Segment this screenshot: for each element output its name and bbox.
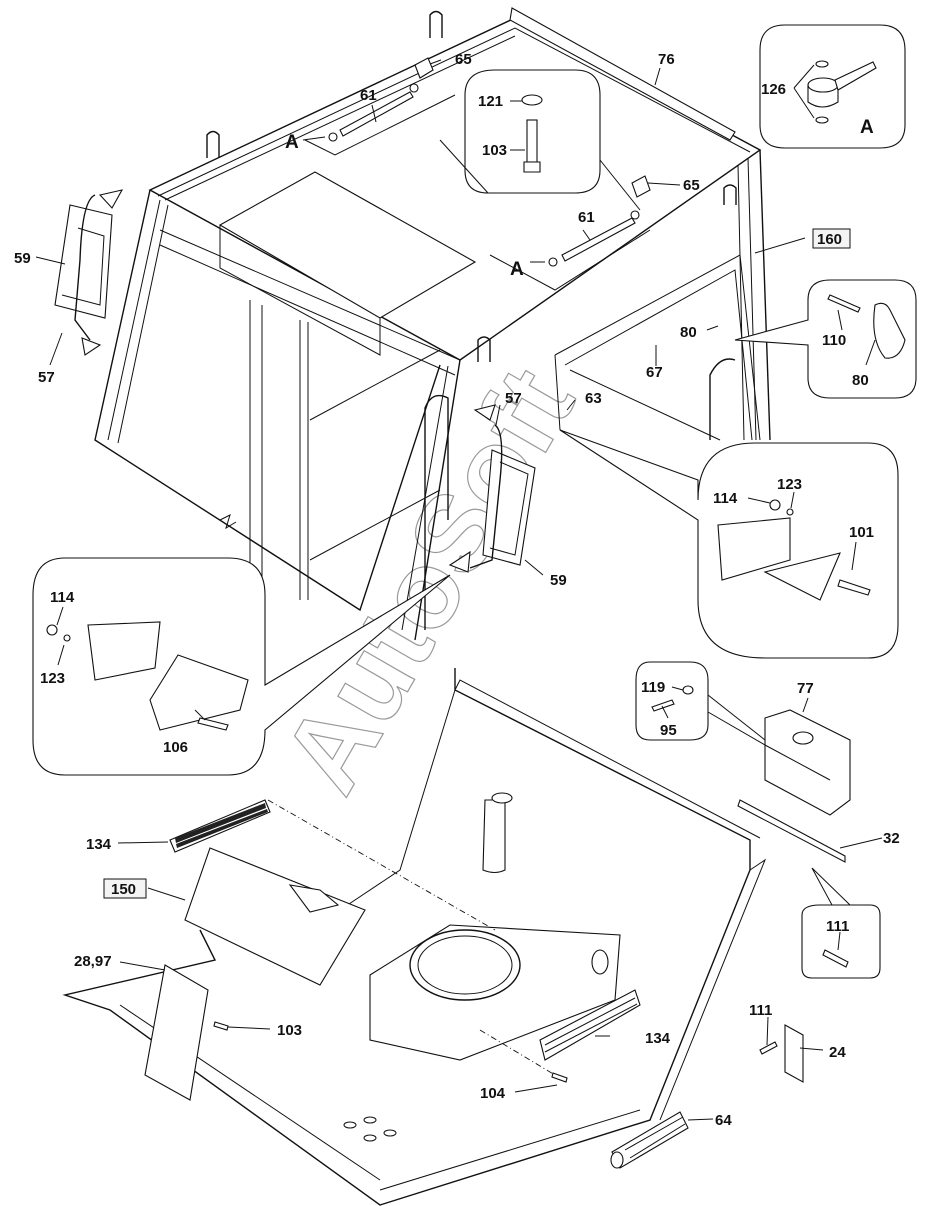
callout-80: 80: [852, 372, 869, 389]
callout-119: 119: [641, 679, 665, 696]
part-64-hose: [610, 1111, 689, 1169]
callout-111: 111: [826, 918, 849, 935]
part-76-rail: [509, 7, 736, 141]
callout-61: 61: [578, 209, 595, 226]
detail-bubble-121-103: [439, 69, 641, 211]
callout-103: 103: [482, 142, 507, 159]
detail-a-letter: A: [860, 117, 874, 138]
callout-76: 76: [658, 51, 675, 68]
callout-67: 67: [646, 364, 663, 381]
callout-106: 106: [163, 739, 188, 756]
detail-bubble-114-123-101: [559, 429, 899, 659]
detail-bubble-110-80: [734, 279, 917, 399]
callout-detail-a: A: [285, 132, 299, 153]
mirror-right: [448, 404, 536, 573]
callout-95: 95: [660, 722, 677, 739]
callout-63: 63: [585, 390, 602, 407]
callout-detail-a: A: [510, 259, 524, 280]
callout-28-97: 28,97: [74, 953, 112, 970]
callout-104: 104: [480, 1085, 506, 1102]
callout-150: 150: [111, 881, 136, 898]
detail-bubble-119-95: [635, 661, 766, 746]
callout-123: 123: [40, 670, 65, 687]
detail-bubble-114-123-106: [32, 557, 451, 776]
cab-floor: [62, 668, 767, 1206]
part-103-screw: [213, 1021, 229, 1031]
mirror-left: [54, 189, 124, 356]
part-111-screw: [759, 1041, 778, 1055]
part-24-plate: [784, 1024, 804, 1083]
callout-59: 59: [550, 572, 567, 589]
callout-77: 77: [797, 680, 814, 697]
part-32-trim: [737, 799, 846, 863]
part-104-screw: [551, 1072, 568, 1083]
callout-64: 64: [715, 1112, 732, 1129]
callout-labels: 65 61 A 121 103 76 126 A 65 61 A 160 59 …: [14, 51, 900, 1129]
callout-61: 61: [360, 87, 377, 104]
leader-lines: [35, 59, 883, 1121]
part-134-grille-upper: [169, 799, 496, 931]
cab-frame: [94, 10, 771, 641]
callout-160-box: [812, 228, 851, 249]
detail-bubble-111: [801, 867, 881, 979]
callout-103: 103: [277, 1022, 302, 1039]
callout-126: 126: [761, 81, 786, 98]
callout-32: 32: [883, 830, 900, 847]
watermark: AutoSoft: [259, 348, 598, 812]
callout-121: 121: [478, 93, 503, 110]
callout-24: 24: [829, 1044, 846, 1061]
roof-strut-right: [489, 175, 651, 291]
part-134-grille-lower: [479, 989, 641, 1079]
callout-160: 160: [817, 231, 842, 248]
callout-57: 57: [505, 390, 522, 407]
callout-134: 134: [86, 836, 112, 853]
callout-59: 59: [14, 250, 31, 267]
callout-114: 114: [50, 589, 75, 606]
callout-123: 123: [777, 476, 802, 493]
callout-80: 80: [680, 324, 697, 341]
callout-65: 65: [455, 51, 472, 68]
callout-134: 134: [645, 1030, 671, 1047]
part-77-box: [764, 709, 851, 816]
callout-111: 111: [749, 1002, 772, 1019]
callout-150-box: [103, 878, 147, 899]
callout-65: 65: [683, 177, 700, 194]
detail-bubble-126: [759, 24, 906, 149]
callout-114: 114: [713, 490, 738, 507]
callout-110: 110: [822, 332, 846, 349]
roof-strut-left: [304, 57, 456, 156]
callout-57: 57: [38, 369, 55, 386]
callout-101: 101: [849, 524, 874, 541]
